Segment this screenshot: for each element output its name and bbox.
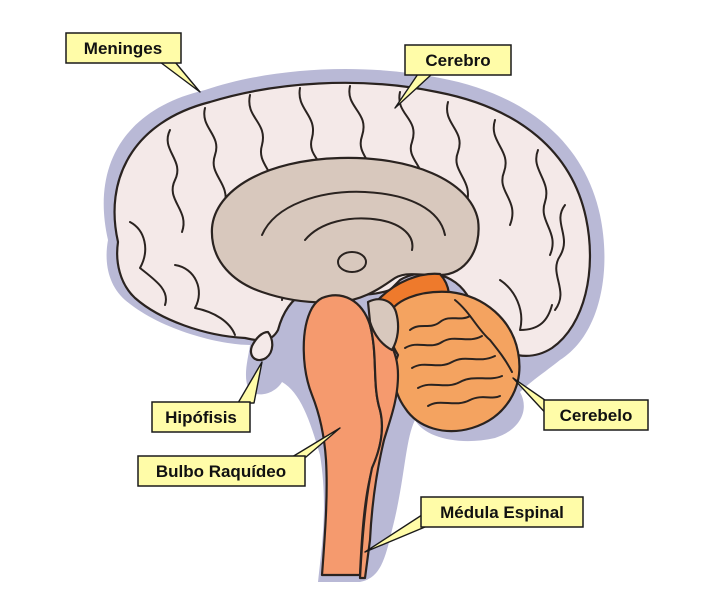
svg-text:Cerebro: Cerebro — [425, 51, 490, 70]
label-meninges: Meninges — [65, 32, 201, 93]
svg-text:Bulbo Raquídeo: Bulbo Raquídeo — [156, 462, 286, 481]
label-hipofisis: Hipófisis — [151, 361, 263, 433]
svg-text:Cerebelo: Cerebelo — [560, 406, 633, 425]
ventricle-oval — [337, 251, 367, 273]
midbrain — [366, 298, 400, 352]
label-cerebro: Cerebro — [394, 44, 512, 109]
svg-text:Hipófisis: Hipófisis — [165, 408, 237, 427]
brainstem-back — [358, 323, 400, 580]
svg-text:Meninges: Meninges — [84, 39, 162, 58]
svg-text:Médula Espinal: Médula Espinal — [440, 503, 564, 522]
label-bulbo: Bulbo Raquídeo — [137, 427, 341, 487]
label-cerebelo: Cerebelo — [512, 377, 649, 431]
pituitary — [249, 330, 274, 362]
cerebellum-folia — [404, 299, 513, 407]
label-medula: Médula Espinal — [364, 496, 584, 553]
